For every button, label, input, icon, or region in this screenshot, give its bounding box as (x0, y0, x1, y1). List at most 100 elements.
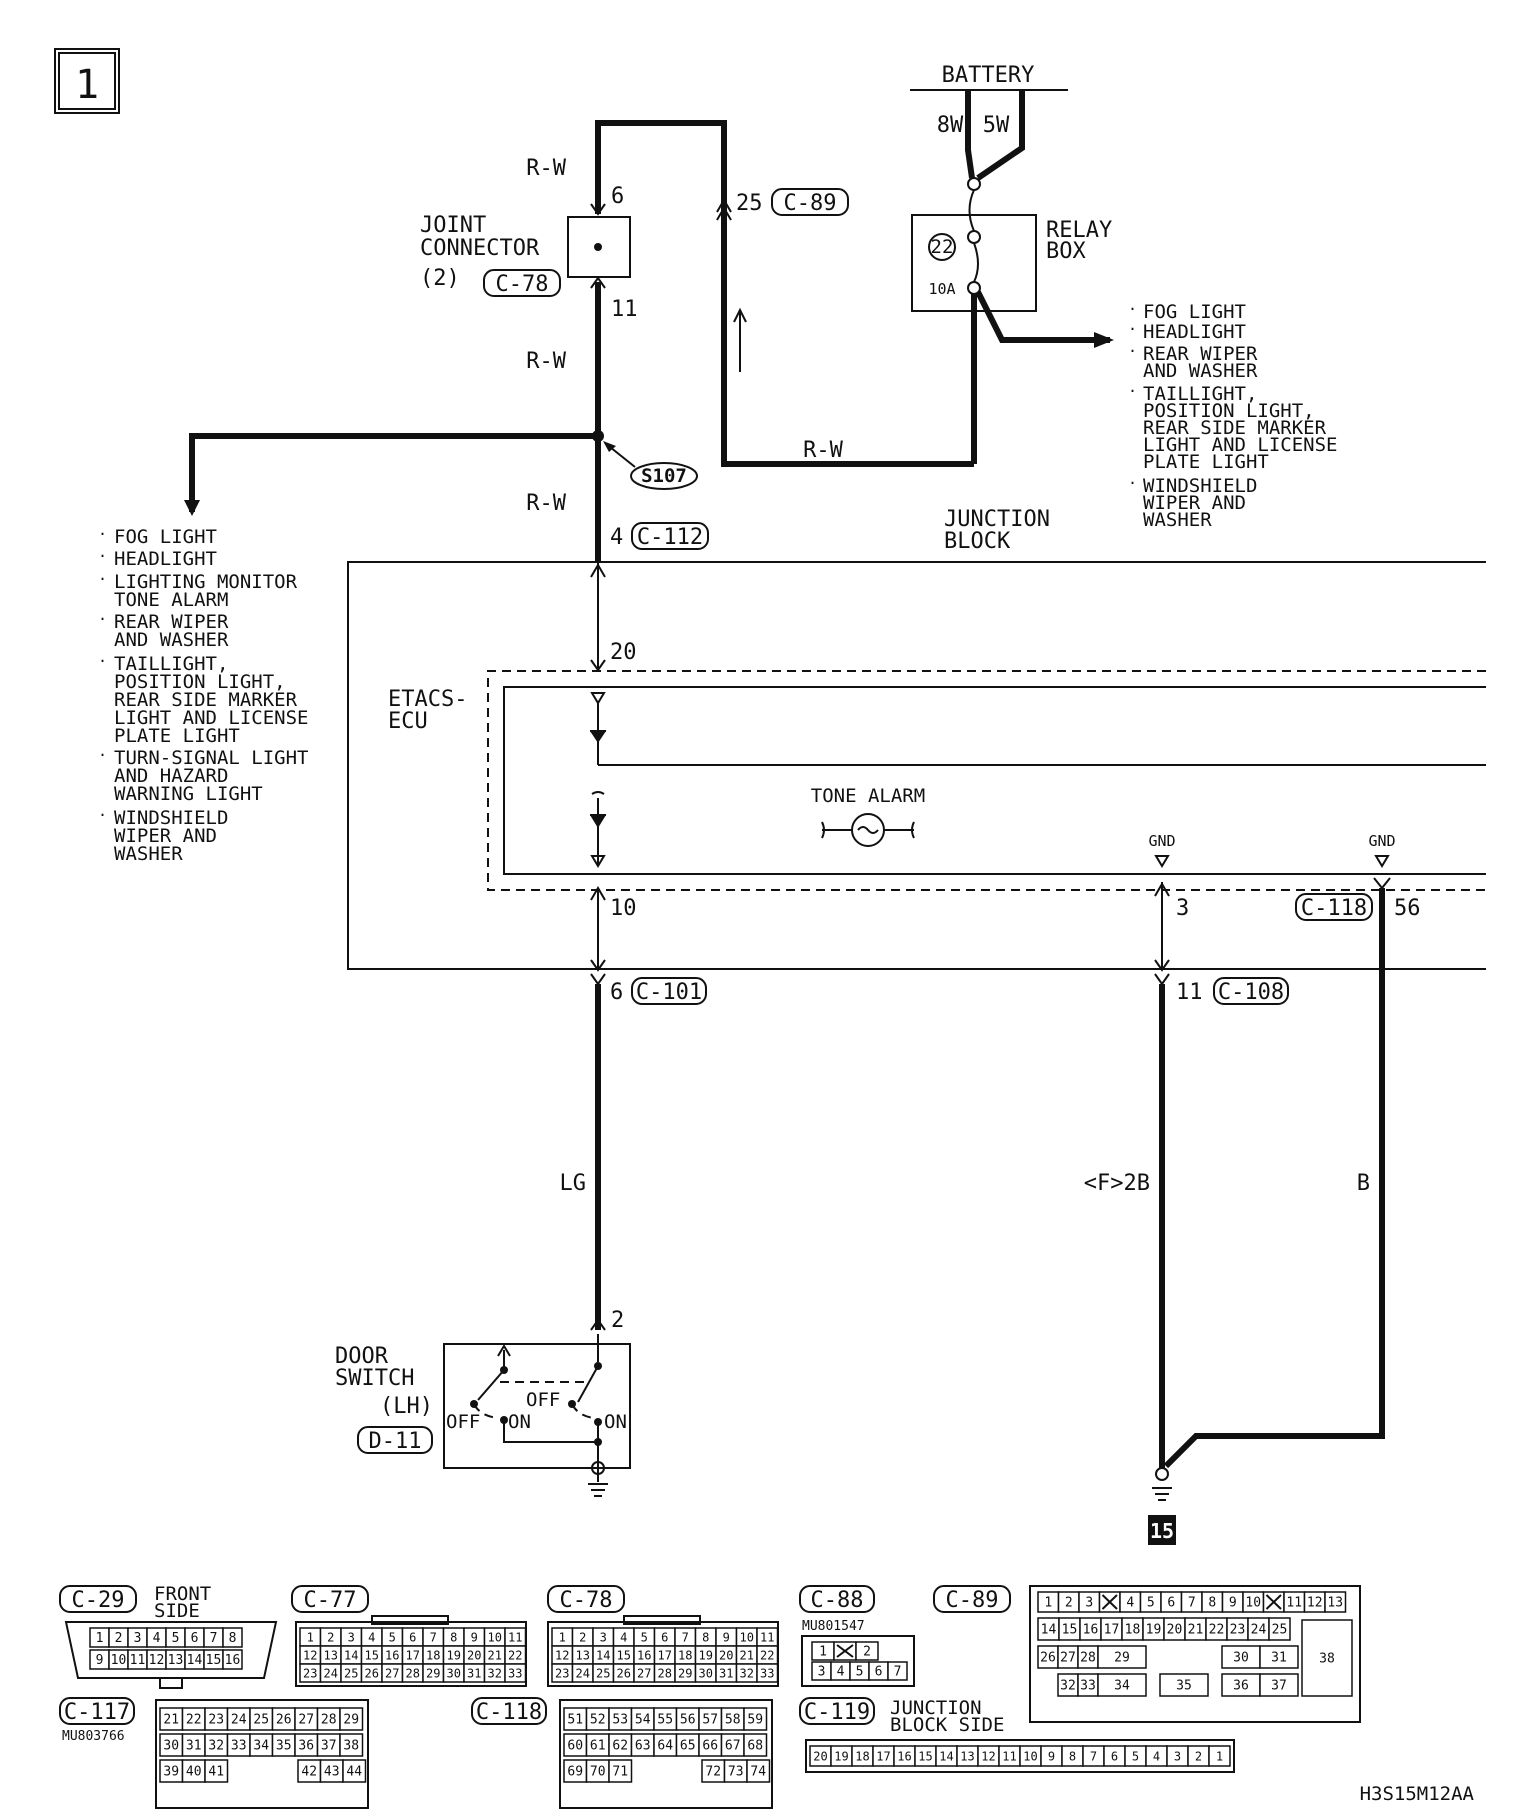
pin-label: 14 (939, 1749, 953, 1763)
battery-label: BATTERY (942, 63, 1035, 88)
pin-label: 14 (344, 1648, 358, 1662)
pin-cell (222, 1649, 243, 1670)
pin-label: 18 (426, 1648, 440, 1662)
pin-blank-mark (836, 1644, 854, 1658)
door-switch-pin-2: 2 (611, 1308, 624, 1333)
pin-label: 6 (1111, 1749, 1118, 1763)
battery-wire-5w: 5W (983, 113, 1010, 138)
etacs-label-1: ETACS- (388, 687, 467, 712)
pin-label: 24 (1251, 1623, 1267, 1638)
etacs-ecu: ETACS- ECU 20 TONE ALARM GND GND (388, 562, 1486, 891)
left-feed-rear-wiper-1: REAR WIPER (114, 611, 229, 633)
pin-label: 61 (590, 1739, 606, 1754)
pin-label: 16 (225, 1653, 241, 1668)
pin-cell (746, 1759, 771, 1783)
pin-label: 40 (186, 1765, 202, 1780)
pin-label: 19 (447, 1648, 461, 1662)
pin-cell (1268, 1617, 1291, 1641)
pin-cell (608, 1759, 633, 1783)
pin-label: 37 (1271, 1679, 1287, 1694)
jc-connector: C-78 (496, 272, 549, 297)
pin-label: 3 (600, 1630, 607, 1644)
pin-label: 29 (678, 1666, 692, 1680)
pin-label: 20 (719, 1648, 733, 1662)
pin-label: 26 (365, 1666, 379, 1680)
svg-text:MU803766: MU803766 (62, 1729, 125, 1744)
tone-alarm-label: TONE ALARM (811, 785, 925, 807)
door-switch-circuit: 6 C-101 LG 2 DOOR SWITCH (LH) D-11 OFF O… (335, 959, 707, 1497)
pin-label: 16 (1083, 1623, 1099, 1638)
pin-label: 37 (321, 1739, 337, 1754)
pin-label: 19 (834, 1749, 848, 1763)
pin-label: 13 (1327, 1596, 1343, 1611)
pin-cell (1159, 1673, 1209, 1697)
left-feed-turn-2: AND HAZARD (114, 765, 228, 787)
pin-label: 21 (488, 1648, 502, 1662)
pin-label: 8 (229, 1631, 237, 1646)
pin-cell (339, 1707, 364, 1731)
jc-label-1: JOINT (420, 213, 486, 238)
svg-text:·: · (98, 570, 107, 588)
fuse-number: 22 (931, 236, 954, 258)
pin-label: 11 (1002, 1749, 1016, 1763)
pin-label: 27 (637, 1666, 651, 1680)
pin-label: 15 (206, 1653, 222, 1668)
pin-label: 30 (163, 1739, 179, 1754)
door-switch-label-1: DOOR (335, 1344, 389, 1369)
c101-connector: C-101 (636, 980, 702, 1005)
pin-label: 34 (1114, 1679, 1130, 1694)
pin-label: 36 (1233, 1679, 1249, 1694)
jb-pass-through: 10 3 56 C-118 (590, 877, 1421, 969)
pin-cell (342, 1759, 367, 1783)
pin-label: 7 (894, 1665, 902, 1680)
pin-label: 30 (447, 1666, 461, 1680)
pin-label: 21 (1188, 1623, 1204, 1638)
left-feed-ws-3: WASHER (114, 843, 183, 865)
svg-text:MU801547: MU801547 (802, 1619, 865, 1634)
pin-label: 65 (680, 1739, 696, 1754)
pin-label: 1 (559, 1630, 566, 1644)
relay-feed-rear-wiper-1: REAR WIPER (1143, 343, 1258, 365)
pin-label: 25 (596, 1666, 610, 1680)
pin-label: 32 (488, 1666, 502, 1680)
pin-label: 28 (406, 1666, 420, 1680)
pin-label: 3 (1174, 1749, 1181, 1763)
pin-label: 60 (567, 1739, 583, 1754)
pin-label: 15 (1062, 1623, 1078, 1638)
left-feed-rear-wiper-2: AND WASHER (114, 629, 229, 651)
relay-feed-ws-1: WINDSHIELD (1143, 475, 1257, 497)
pin-label: 73 (728, 1765, 744, 1780)
etacs-pin-56: 56 (1394, 896, 1421, 921)
pin-label: 30 (1233, 1651, 1249, 1666)
relay-box-label-1: RELAY (1046, 218, 1112, 243)
left-feed-lighting-2: TONE ALARM (114, 589, 228, 611)
pin-label: 27 (1060, 1651, 1076, 1666)
svg-text:·: · (1128, 320, 1137, 338)
door-switch-label-3: (LH) (380, 1394, 433, 1419)
relay-feed-ws-2: WIPER AND (1143, 492, 1246, 514)
pin-label: 1 (1044, 1596, 1052, 1611)
pin-label: 33 (231, 1739, 247, 1754)
pin-label: 12 (1307, 1596, 1323, 1611)
pin-label: 12 (149, 1653, 165, 1668)
pin-label: 2 (863, 1645, 871, 1660)
pin-label: 5 (1147, 1596, 1155, 1611)
pin-label: 54 (635, 1713, 651, 1728)
pin-label: 57 (702, 1713, 718, 1728)
pin-label: 25 (344, 1666, 358, 1680)
relay-box-label-2: BOX (1046, 239, 1086, 264)
pin-label: 51 (567, 1713, 583, 1728)
pin-label: 17 (1104, 1623, 1120, 1638)
pin-label: 25 (253, 1713, 269, 1728)
pin-label: 13 (168, 1653, 184, 1668)
relay-feed-tail-5: PLATE LIGHT (1143, 451, 1269, 473)
pin-cell (1259, 1673, 1299, 1697)
pin-cell (1208, 1745, 1231, 1767)
pin-label: 10 (740, 1630, 754, 1644)
relay-feed-tail-3: REAR SIDE MARKER (1143, 417, 1327, 439)
svg-text:C-29: C-29 (72, 1588, 125, 1613)
